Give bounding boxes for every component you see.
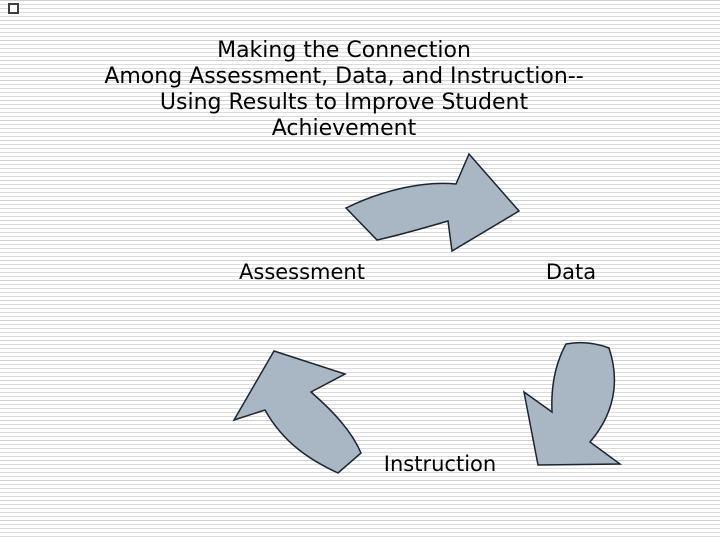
label-data: Data [545, 260, 597, 284]
curved-arrow-assessment-to-data-icon [344, 152, 521, 253]
label-assessment: Assessment [239, 260, 365, 284]
curved-arrow-instruction-to-assessment-icon [232, 350, 362, 474]
curved-arrow-data-to-instruction-icon [522, 341, 623, 466]
slide-title-line-1: Making the Connection [217, 38, 471, 63]
slide-title-line-4: Achievement [271, 116, 417, 141]
slide-title: Making the Connection Among Assessment, … [4, 38, 684, 142]
label-instruction: Instruction [383, 452, 497, 476]
slide-title-line-2: Among Assessment, Data, and Instruction-… [104, 64, 584, 89]
slide-title-line-3: Using Results to Improve Student [159, 90, 529, 115]
corner-square-ornament-icon [8, 3, 19, 14]
